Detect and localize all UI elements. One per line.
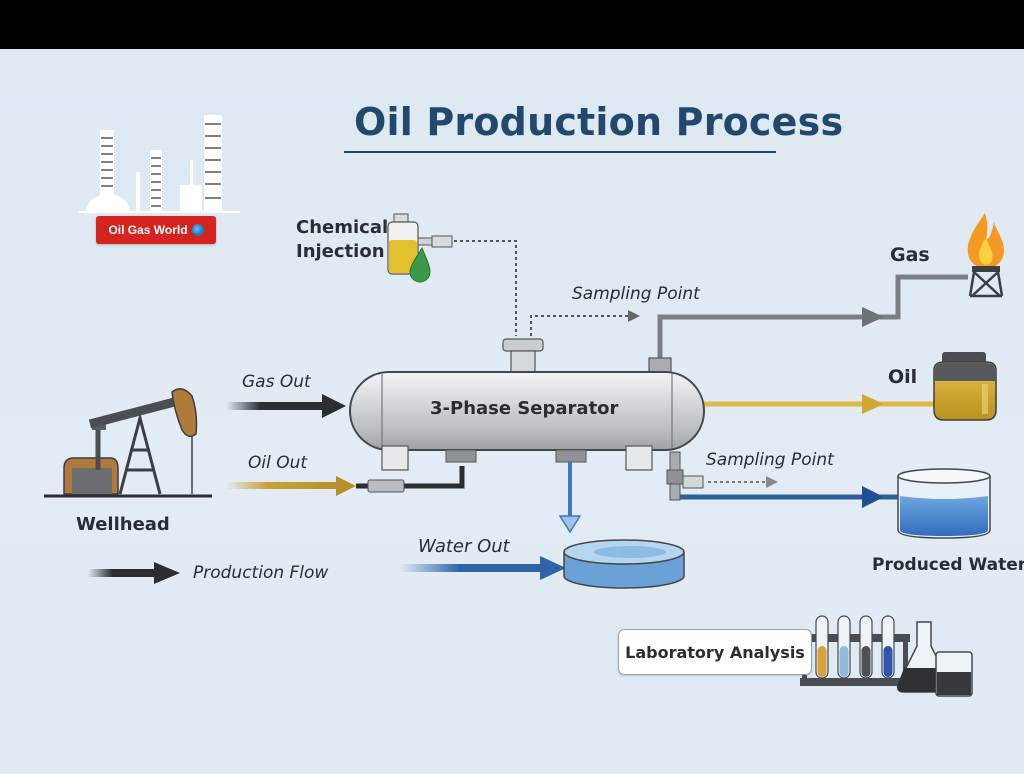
laboratory-analysis-label: Laboratory Analysis bbox=[625, 642, 805, 662]
sampling-point-top-label: Sampling Point bbox=[572, 284, 700, 304]
produced-water-label: Produced Water bbox=[872, 555, 1024, 575]
water-basin-icon bbox=[563, 539, 685, 589]
test-tube-sample bbox=[817, 646, 827, 677]
chemical-injection-label: Chemical Injection bbox=[296, 216, 388, 264]
page-title: Oil Production Process bbox=[354, 100, 844, 144]
wellhead-label: Wellhead bbox=[76, 514, 170, 535]
chemical-label-line2: Injection bbox=[296, 241, 385, 262]
oil-out-label: Oil Out bbox=[248, 453, 308, 473]
laboratory-equipment-icon bbox=[800, 615, 973, 697]
sampling-arrow-bottom-icon bbox=[766, 476, 778, 488]
oil-tank-icon bbox=[933, 352, 997, 421]
sampling-line-top bbox=[530, 315, 628, 336]
gas-arrow-icon bbox=[862, 307, 884, 327]
legend-flow-arrowhead-icon bbox=[154, 562, 180, 584]
sampling-arrow-top-icon bbox=[628, 310, 640, 322]
chemical-label-line1: Chemical bbox=[296, 217, 389, 238]
pumpjack-icon bbox=[44, 388, 212, 498]
separator-label: 3-Phase Separator bbox=[430, 398, 619, 419]
gas-out-arrow bbox=[226, 402, 326, 410]
produced-water-tank-icon bbox=[897, 468, 991, 539]
sampling-point-bottom-label: Sampling Point bbox=[706, 450, 834, 470]
three-phase-separator bbox=[349, 338, 705, 471]
sampling-valve-icon bbox=[666, 451, 704, 501]
oil-out-arrowhead-icon bbox=[336, 476, 356, 496]
globe-icon bbox=[191, 224, 204, 236]
oil-out-arrow bbox=[226, 482, 344, 489]
oil-arrow-icon bbox=[862, 394, 884, 414]
gas-pipe bbox=[657, 274, 968, 358]
gas-flare-icon bbox=[967, 213, 1004, 298]
test-tube-sample bbox=[883, 646, 893, 677]
oil-label: Oil bbox=[888, 366, 918, 388]
water-drain-arrow-icon bbox=[558, 515, 582, 534]
refinery-logo-icon bbox=[78, 115, 240, 213]
gas-out-label: Gas Out bbox=[242, 372, 311, 392]
legend-flow-arrow bbox=[88, 569, 158, 577]
production-flow-legend-label: Production Flow bbox=[193, 563, 329, 583]
test-tube-sample bbox=[839, 646, 849, 677]
gas-label: Gas bbox=[890, 244, 930, 266]
water-out-arrowhead-icon bbox=[540, 556, 566, 580]
gas-out-arrowhead-icon bbox=[322, 394, 346, 418]
logo-text: Oil Gas World bbox=[108, 223, 188, 237]
produced-water-arrow-icon bbox=[862, 486, 884, 508]
water-out-label: Water Out bbox=[418, 536, 510, 557]
laboratory-analysis-box: Laboratory Analysis bbox=[618, 629, 812, 675]
chemical-injection-line bbox=[454, 240, 517, 336]
test-tube-sample bbox=[861, 646, 871, 677]
chemical-bottle-icon bbox=[387, 213, 453, 283]
title-underline bbox=[344, 151, 776, 153]
logo-badge: Oil Gas World bbox=[96, 216, 216, 244]
water-out-arrow bbox=[400, 564, 550, 572]
